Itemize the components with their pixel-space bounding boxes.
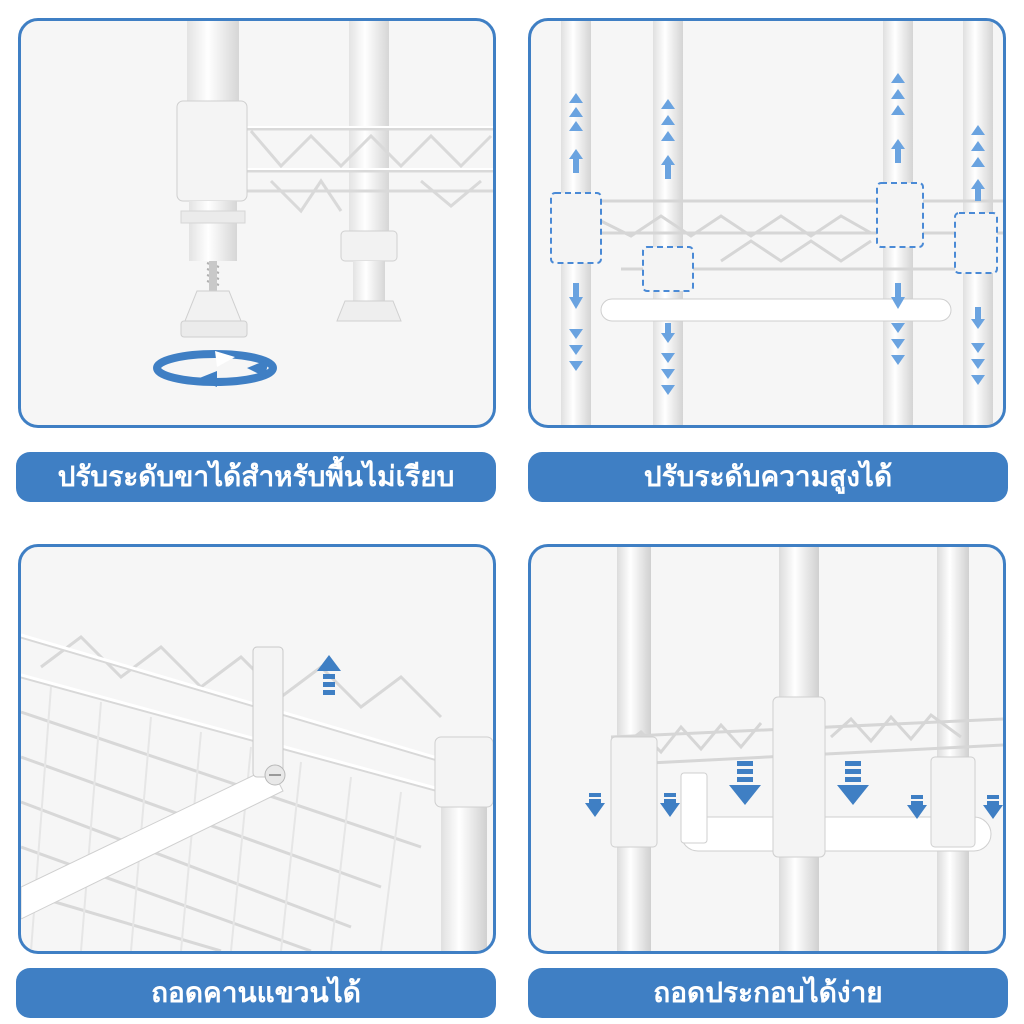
feature-panel-removable-rod — [18, 544, 496, 954]
feature-panel-leveling-feet — [18, 18, 496, 428]
feature-panel-adjustable-height — [528, 18, 1006, 428]
leveling-feet-illustration — [153, 21, 493, 387]
feature-label-easy-assembly: ถอดประกอบได้ง่าย — [528, 968, 1008, 1018]
up-arrow-icon — [317, 655, 341, 695]
feature-panel-easy-assembly — [528, 544, 1006, 954]
rotate-arrow-icon — [153, 350, 277, 387]
up-down-arrows-icon — [569, 73, 985, 395]
feature-label-removable-rod: ถอดคานแขวนได้ — [16, 968, 496, 1018]
feature-label-leveling-feet: ปรับระดับขาได้สำหรับพื้นไม่เรียบ — [16, 452, 496, 502]
easy-assembly-illustration — [585, 547, 1003, 951]
down-arrow-icon — [585, 761, 1003, 819]
feature-label-adjustable-height: ปรับระดับความสูงได้ — [528, 452, 1008, 502]
removable-rod-illustration — [21, 633, 493, 951]
adjustable-height-illustration — [550, 21, 1003, 425]
